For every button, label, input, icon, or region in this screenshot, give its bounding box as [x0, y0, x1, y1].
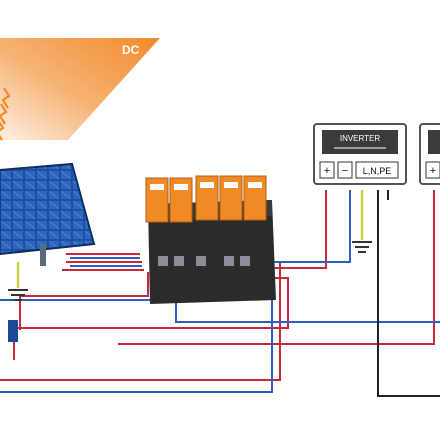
ac-wire-l: [377, 190, 440, 397]
ground-symbol-icon: [352, 241, 372, 253]
inverter-2-plus-label: +: [430, 165, 436, 177]
inverter-1-title: INVERTER: [340, 134, 381, 143]
red-wire-loop-2: [19, 272, 149, 330]
ac-wires: [377, 190, 440, 397]
dc-banner-label: DC: [122, 43, 140, 57]
ground-symbol-icon: [8, 289, 28, 301]
solar-panel-frame: [0, 162, 96, 255]
inverter-1-minus-terminal: [337, 161, 353, 179]
red-wire-to-inverter-2: [118, 190, 435, 345]
protector-module-labels: [150, 182, 262, 190]
inverter-1-plus-label: +: [324, 165, 330, 177]
solar-panel-surface: [0, 163, 95, 255]
surge-protector-box: [145, 175, 276, 304]
protector-terminals: [158, 256, 250, 266]
sun-rays-icon: [0, 87, 11, 141]
solar-panel: [0, 162, 96, 342]
solar-panel-mount: [40, 244, 46, 266]
inverter-1-ac-terminal: [355, 161, 399, 179]
inverter-2-plus-terminal: [425, 161, 440, 179]
dc-banner: DC: [0, 38, 160, 140]
blue-wire-long-return: [0, 268, 273, 393]
inverter-1-plus-terminal: [319, 161, 335, 179]
inverter-1-pe-label: L,N,PE: [363, 166, 392, 176]
solar-panel-foot: [8, 320, 18, 342]
inverter-1-display: [322, 130, 398, 154]
inverter-1: INVERTER + − L,N,PE: [313, 123, 407, 185]
inverter-2-display: [428, 130, 440, 154]
ground-wires: [16, 190, 364, 288]
inverter-2: +: [419, 123, 440, 185]
inverter-1-minus-label: −: [342, 165, 348, 177]
